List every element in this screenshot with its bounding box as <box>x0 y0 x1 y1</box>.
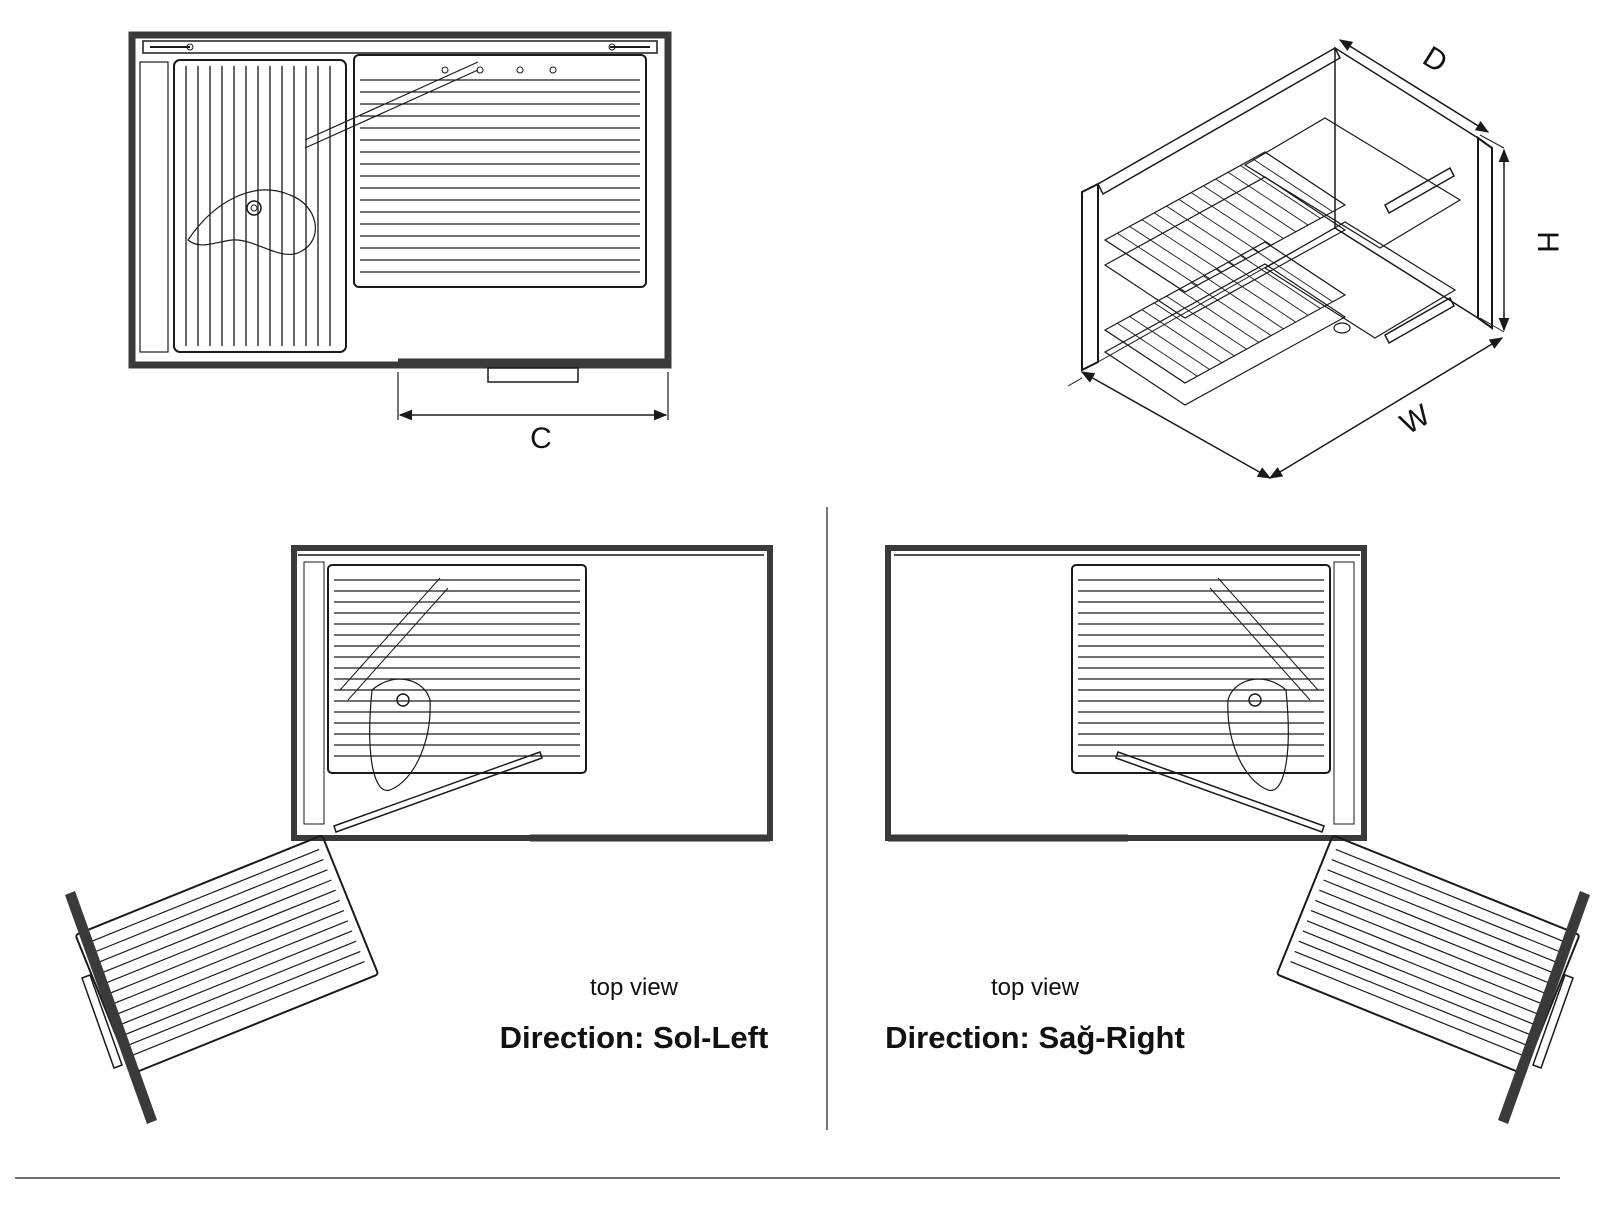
side-strip <box>139 61 169 353</box>
left-door-panel <box>65 891 157 1124</box>
lower-basket <box>1103 221 1457 406</box>
right-view-caption: top view <box>991 974 1080 1001</box>
top-plan-view: C <box>128 31 672 455</box>
left-view-caption: top view <box>590 974 679 1001</box>
right-panel <box>1477 136 1493 330</box>
isometric-view: D H W <box>1067 39 1564 479</box>
back-panel <box>1334 46 1479 320</box>
upper-basket <box>1103 117 1462 319</box>
w-dimension-label: W <box>1395 398 1437 441</box>
rotated-basket <box>173 59 347 353</box>
right-door-panel <box>1498 891 1590 1124</box>
fixed-basket <box>353 54 647 288</box>
right-direction-view: top view Direction: Sağ-Right <box>885 545 1590 1124</box>
right-fixed-basket <box>1071 564 1331 774</box>
c-dimension-label: C <box>530 422 552 455</box>
right-direction-title: Direction: Sağ-Right <box>885 1020 1185 1055</box>
left-direction-title: Direction: Sol-Left <box>500 1020 769 1055</box>
left-direction-view: top view Direction: Sol-Left <box>65 545 773 1124</box>
left-fixed-basket <box>327 564 587 774</box>
rotary-fitting <box>187 189 316 255</box>
w-dimension-line <box>1268 337 1504 479</box>
top-rail <box>142 40 658 54</box>
d-dimension-line <box>1338 39 1490 133</box>
d-dimension-label: D <box>1417 40 1453 79</box>
left-swung-basket <box>75 835 379 1075</box>
h-dimension-label: H <box>1531 231 1564 253</box>
right-swung-basket <box>1276 835 1580 1075</box>
left-panel <box>1081 182 1099 372</box>
door-handle <box>487 367 579 383</box>
